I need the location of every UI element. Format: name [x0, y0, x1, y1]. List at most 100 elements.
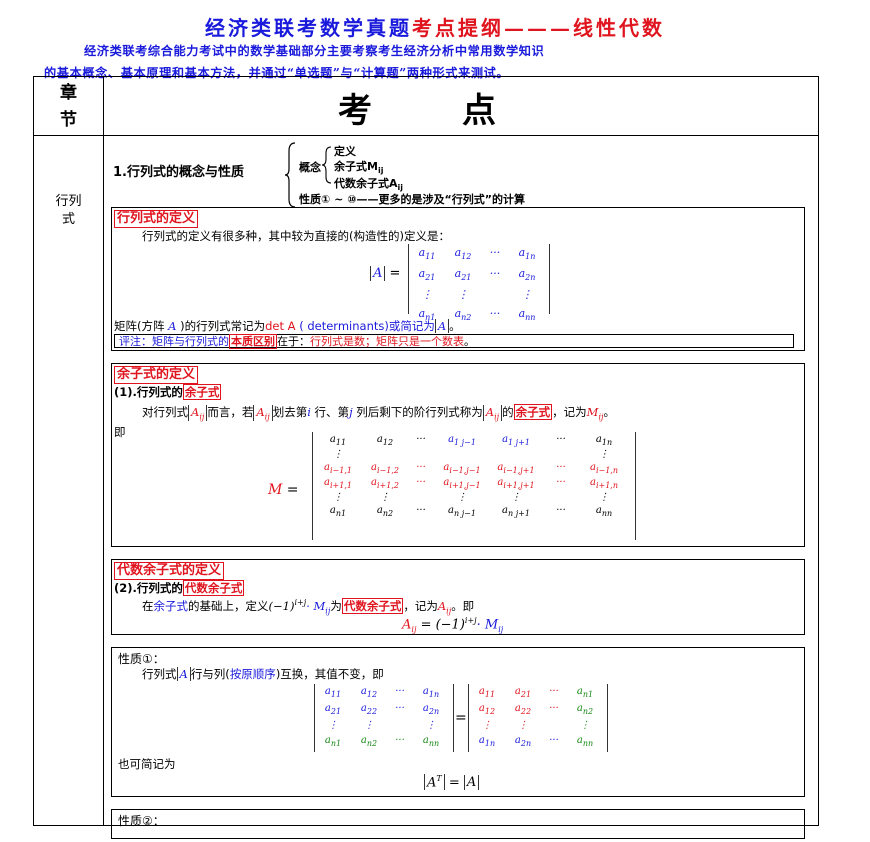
minor-t5: 列后剩下的阶行列式称为 — [352, 405, 483, 419]
minor-ji: 即 — [114, 425, 126, 439]
cofactor-formula-sub: ij — [325, 606, 331, 616]
cofactor-eq-lhs: A — [402, 617, 412, 633]
prop1-right-cell: an1 — [576, 686, 594, 699]
outline-table: 章 节 考点 行列式 1.行列式的概念与性质 概念 定义 余子式Mij 代数余子… — [33, 76, 819, 839]
cofactor-formula-m: · M — [306, 599, 326, 613]
minor-matrix-cell: ai−1,j+1 — [497, 462, 535, 475]
minor-det-1-a: A — [191, 405, 200, 419]
minor-det-3: Aij — [482, 405, 503, 422]
minor-t3-i: i — [307, 405, 311, 419]
minor-matrix-cell: an2 — [376, 505, 394, 518]
def-matrix-cell: ··· — [489, 267, 501, 281]
prop1-right-cell: ann — [576, 735, 594, 748]
def-text-det: det A — [265, 319, 296, 333]
tree-cofactor-sub: ij — [397, 183, 403, 193]
def-det-a: A — [370, 266, 386, 281]
prop1-right-cell: ··· — [549, 686, 559, 697]
minor-matrix-cell — [543, 449, 579, 460]
def-matrix-cell: an2 — [454, 307, 472, 323]
minor-matrix-cell: ⋮ — [599, 449, 609, 460]
minor-matrix-cell: ··· — [556, 477, 566, 488]
minor-matrix-cell: ⋮ — [333, 492, 343, 503]
def-matrix-cell: ann — [518, 307, 536, 323]
cofactor-eq: Aij = (−1)i+j· Mij — [402, 616, 503, 634]
prop1-right-cell: an2 — [576, 703, 594, 716]
minor-matrix-cell: ai−1,1 — [324, 462, 352, 475]
cofactor-sub: (2).行列式的代数余子式 — [114, 580, 245, 596]
cofactor-sub-a: (2).行列式的 — [114, 581, 183, 595]
minor-t8: 。 — [603, 405, 615, 419]
cofactor-sub-tag: 代数余子式 — [182, 580, 245, 596]
minor-matrix-cell: a1n — [595, 434, 613, 447]
minor-t1: 对行列式 — [142, 405, 188, 419]
def-matrix-cell: a11 — [418, 246, 436, 262]
def-text-2e: A — [434, 319, 450, 333]
def-text-2b: A — [168, 319, 177, 333]
minor-t3: 划去第 — [272, 405, 308, 419]
def-tag: 行列式的定义 — [114, 210, 199, 228]
minor-t7-m: Mij — [586, 405, 604, 421]
def-matrix-cell: a1n — [518, 246, 536, 262]
cofactor-formula-exp: i+j — [294, 598, 307, 608]
minor-t4-j: j — [349, 405, 353, 419]
def-text-1: 行列式的定义有很多种，其中较为直接的(构造性的)定义是： — [142, 229, 450, 243]
minor-sub-tag: 余子式 — [182, 384, 222, 400]
def-note-text: 评注：矩阵与行列式的本质区别在于：行列式是数；矩阵只是一个数表。 — [119, 333, 475, 349]
def-text-2: 矩阵(方阵 A )的行列式常记为det A ( determinants)或简记… — [114, 318, 461, 334]
prop2-box: 性质②： — [111, 809, 805, 839]
def-matrix-cell: a21 — [454, 267, 472, 283]
minor-t4: 行、第 — [310, 405, 350, 419]
prop1-eq-a: A — [463, 775, 480, 791]
prop1-left-cell: a2n — [422, 703, 440, 716]
prop1-left-cell: an1 — [324, 735, 342, 748]
minor-matrix-cell: ··· — [416, 505, 426, 516]
def-matrix-cell: ··· — [489, 246, 501, 259]
header-chapter-char-2: 节 — [60, 110, 77, 130]
minor-matrix-cell: an j+1 — [502, 505, 530, 518]
tree-minor-text: 余子式M — [334, 160, 378, 173]
cofactor-t3-tag: 代数余子式 — [341, 598, 404, 614]
header-chapter-char-1: 章 — [60, 83, 77, 103]
header-points: 考点 — [338, 91, 586, 131]
prop1-left-cell: ··· — [395, 735, 405, 746]
prop1-left-cell: ··· — [395, 686, 405, 697]
minor-matrix-cell: a1 j+1 — [502, 434, 530, 447]
prop1-right-cell: ⋮ — [518, 720, 528, 731]
tree-cofactor-text: 代数余子式A — [334, 177, 398, 190]
title-red: 考点提纲———线性代数 — [412, 16, 665, 40]
brace-icon — [285, 142, 332, 208]
def-matrix-cell: ··· — [489, 307, 501, 321]
def-note-c: 行列式是数；矩阵只是一个数表 — [310, 335, 464, 348]
cofactor-box: 代数余子式的定义 (2).行列式的代数余子式 在余子式的基础上，定义(−1)i+… — [111, 559, 805, 635]
minor-t7-m-letter: M — [586, 405, 599, 419]
def-det-label: A = — [370, 266, 400, 281]
cofactor-eq-exp: i+j — [464, 616, 477, 625]
cofactor-tag: 代数余子式的定义 — [114, 562, 225, 580]
prop1-left-cell: ··· — [395, 703, 405, 714]
tree-main: 1.行列式的概念与性质 — [113, 165, 244, 180]
minor-matrix-cell — [489, 449, 543, 460]
def-matrix-cell: an1 — [418, 307, 436, 323]
minor-matrix-cell: ai−1,j−1 — [443, 462, 481, 475]
prop1-left-cell: ⋮ — [364, 720, 374, 731]
def-matrix-cell: a2n — [518, 267, 536, 283]
def-note-d: 。 — [464, 335, 475, 348]
prop1-right-cell: ⋮ — [482, 720, 492, 731]
prop1-equals: = — [455, 710, 467, 726]
minor-matrix-cell: ⋮ — [599, 492, 609, 503]
minor-t6-tag: 余子式 — [513, 404, 553, 420]
cofactor-formula: (−1) — [268, 599, 295, 613]
prop1-left-cell: a12 — [360, 686, 378, 699]
cofactor-t4-sub: ij — [446, 606, 452, 616]
prop1-left-cell: a22 — [360, 703, 378, 716]
def-note-tag: 本质区别 — [229, 334, 277, 349]
minor-sub-a: (1).行列式的 — [114, 385, 183, 399]
minor-matrix-cell: ai−1,n — [589, 462, 618, 475]
prop1-left-cell: a1n — [422, 686, 440, 699]
prop1-eq-at: AT — [424, 774, 445, 791]
prop1-left-cell: ⋮ — [426, 720, 436, 731]
